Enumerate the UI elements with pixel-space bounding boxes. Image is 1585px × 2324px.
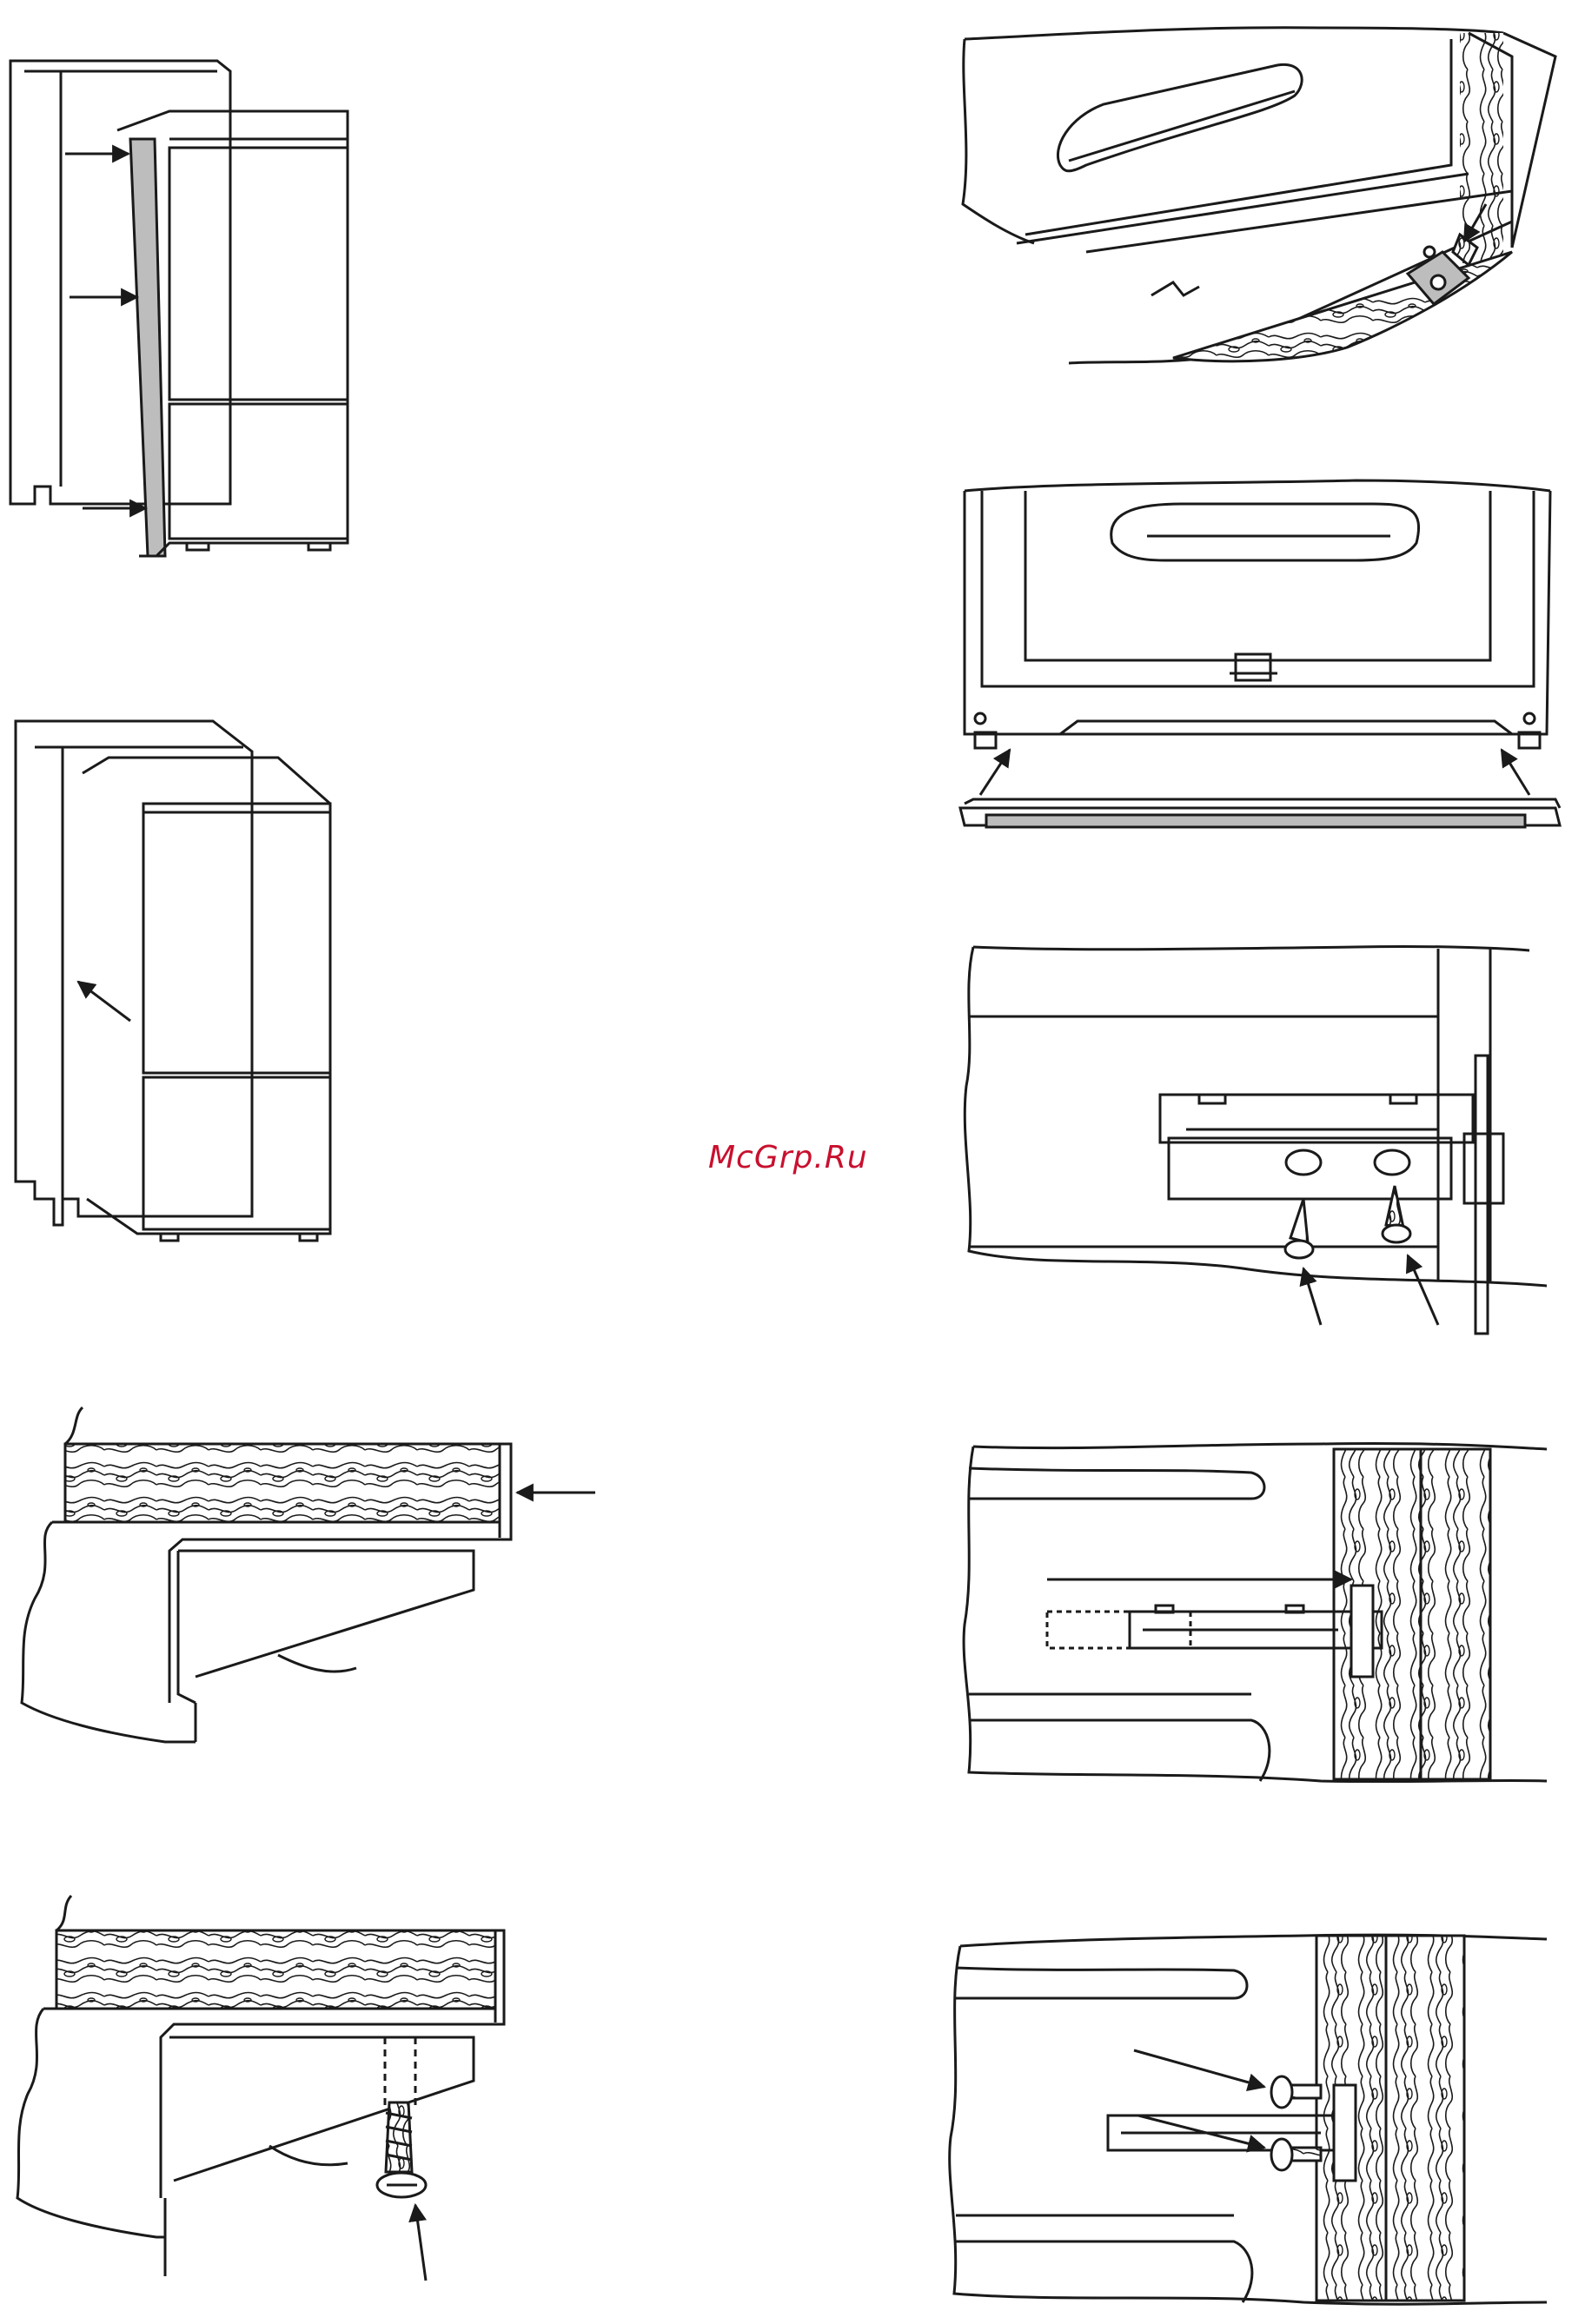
cabinet-housing (16, 721, 252, 1225)
arrow-screw-upper (1134, 2050, 1264, 2087)
figure-7-rail-bracket (956, 938, 1585, 1347)
arrow-right-clip (1502, 750, 1529, 795)
figure-6-bottom-strip (956, 473, 1585, 847)
figure-5-bottom-corner-bracket (956, 17, 1585, 382)
figure-3-top-seal-detail (0, 1390, 626, 1790)
slot-right (1375, 1150, 1409, 1175)
seal-strip (130, 139, 165, 556)
screw-icon (1271, 2139, 1321, 2170)
cabinet-housing (10, 61, 230, 504)
wood-panel (65, 1444, 500, 1522)
wood-panel-outer (1386, 1936, 1464, 2301)
figure-9-bracket-screwed (938, 1920, 1585, 2324)
arrow-screw-right (1408, 1255, 1438, 1325)
screw-icon (1383, 1186, 1410, 1242)
wood-panel (56, 1930, 495, 2009)
figure-1-cabinet-seal (0, 52, 365, 573)
hinge-strip (960, 799, 1560, 827)
wood-panel-inner (1334, 1449, 1421, 1779)
arrow-push (78, 982, 130, 1021)
handle-slot (1111, 504, 1419, 560)
screw-icon (1271, 2076, 1321, 2108)
rail-bracket (1160, 1056, 1503, 1334)
arrow-screw (415, 2205, 426, 2281)
figure-8-bracket-slide (956, 1425, 1585, 1816)
fridge-body (83, 758, 330, 1241)
fridge-top-edge (52, 1522, 500, 1538)
figure-2-fridge-insert (0, 712, 365, 1268)
screw-icon (1285, 1199, 1313, 1258)
slot-left (1286, 1150, 1321, 1175)
watermark: McGrp.Ru (708, 1140, 868, 1175)
figure-4-top-screw-detail (0, 1885, 626, 2320)
screw-icon (377, 2102, 426, 2197)
wood-panel-outer (1421, 1449, 1490, 1779)
arrow-left-clip (980, 750, 1010, 795)
handle-slot (1058, 64, 1302, 170)
